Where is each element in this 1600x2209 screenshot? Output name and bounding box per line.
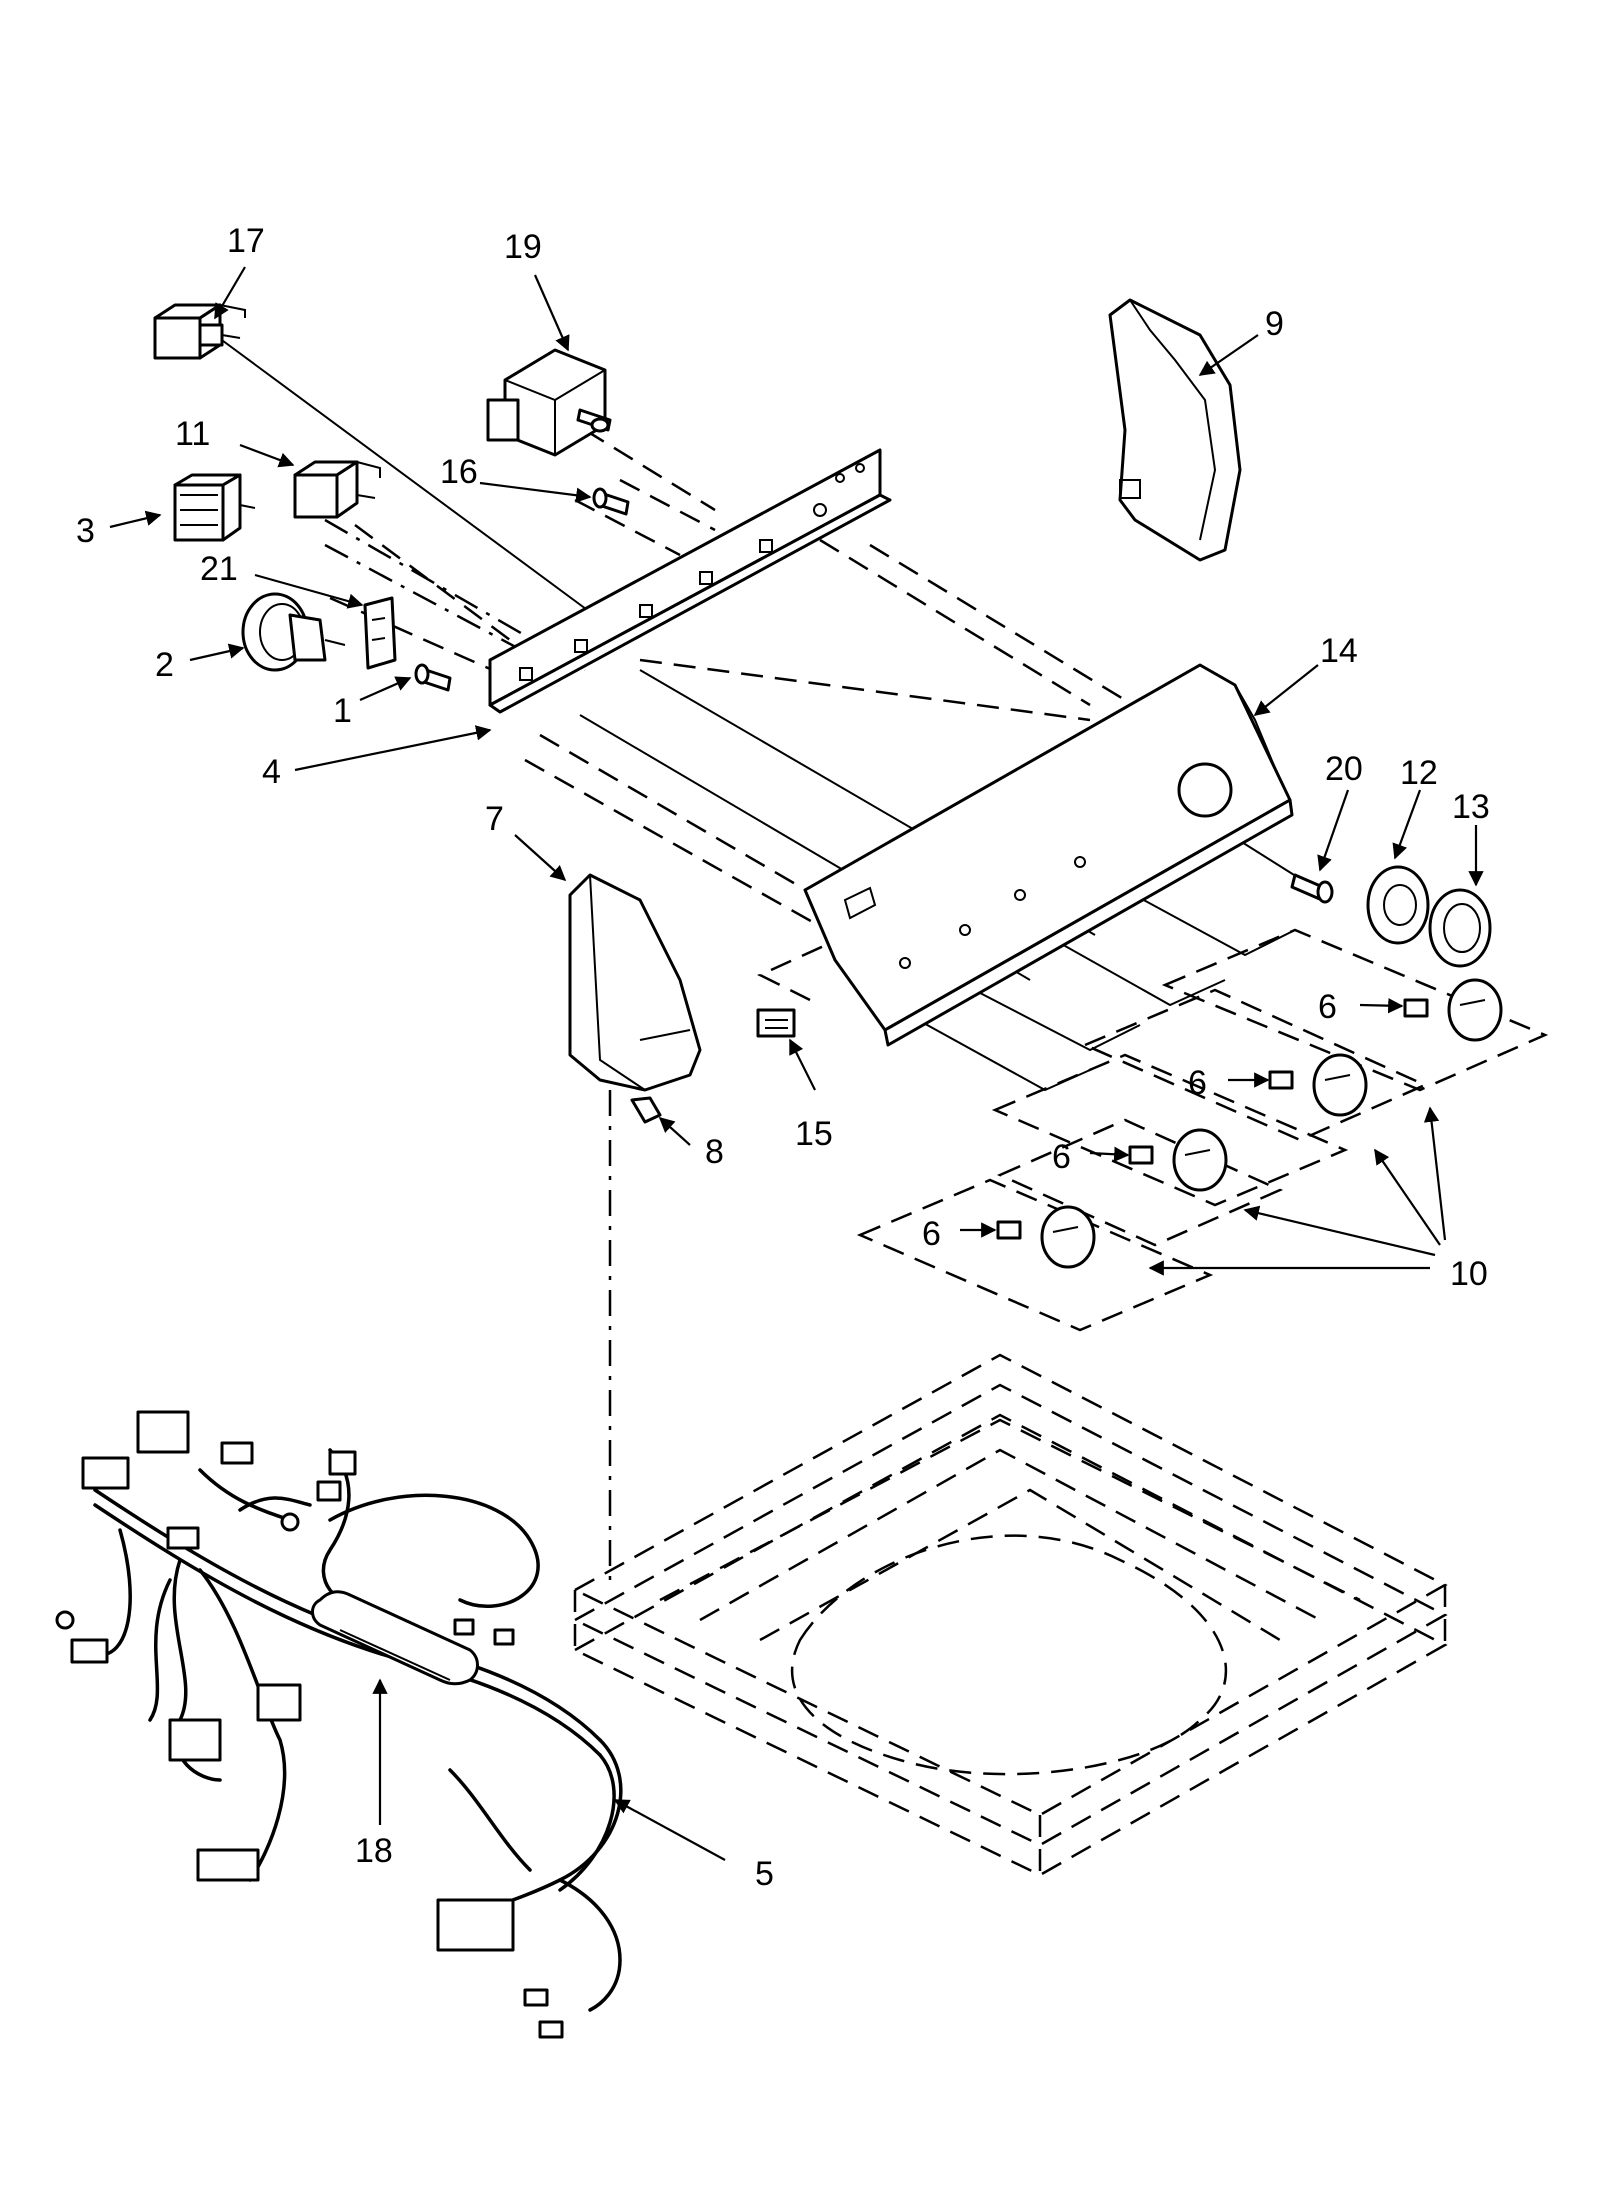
knob-set-3 [1128,1128,1228,1192]
callouts: 17 19 9 11 16 3 21 2 1 4 14 20 12 13 7 6… [76,222,1490,1893]
part-18-filter [311,1590,479,1686]
part-14-console [803,663,1294,1047]
callout-14: 14 [1320,632,1358,670]
callout-9: 9 [1265,305,1284,343]
callout-15: 15 [795,1115,833,1153]
callout-6b: 6 [1188,1064,1207,1102]
part-17-switch [153,303,246,360]
part-21-bracket [363,596,397,670]
callout-4: 4 [262,753,281,791]
part-2-timer [241,592,346,672]
callout-6c: 6 [1052,1138,1071,1176]
knob-set-2 [1268,1053,1368,1117]
callout-11: 11 [175,415,210,453]
part-1-screw [414,663,452,692]
callout-17: 17 [227,222,265,260]
part-11-switch [293,460,381,519]
callout-8: 8 [705,1133,724,1171]
callout-5: 5 [755,1855,774,1893]
cabinet-top [572,1353,1448,1877]
part-13-knob [1428,888,1492,968]
callout-12: 12 [1400,754,1438,792]
part-9-end-cap [1108,298,1242,562]
callout-2: 2 [155,646,174,684]
part-12-knob-base [1366,865,1430,945]
callout-3: 3 [76,512,95,550]
part-20-screw [1290,873,1334,904]
callout-21: 21 [200,550,238,588]
callout-6d: 6 [922,1215,941,1253]
callout-10: 10 [1450,1255,1488,1293]
part-19-module [486,348,612,457]
part-8-clip [630,1096,662,1124]
part-3-switch [173,473,256,542]
knob-set-4 [996,1205,1096,1269]
callout-20: 20 [1325,750,1363,788]
part-16-screw [592,487,630,516]
knob-set-1 [1403,978,1503,1042]
part-5-wire-harness [55,1410,623,2039]
callout-7: 7 [485,800,504,838]
part-7-end-cap [568,873,702,1092]
callout-13: 13 [1452,788,1490,826]
callout-18: 18 [355,1832,393,1870]
callout-19: 19 [504,228,542,266]
callout-6a: 6 [1318,988,1337,1026]
part-4-bracket [488,448,892,714]
leader-arrows [109,266,1484,1861]
part-15-lens [756,1008,796,1038]
callout-16: 16 [440,453,478,491]
knob-trays [856,928,1549,1332]
callout-1: 1 [333,692,352,730]
